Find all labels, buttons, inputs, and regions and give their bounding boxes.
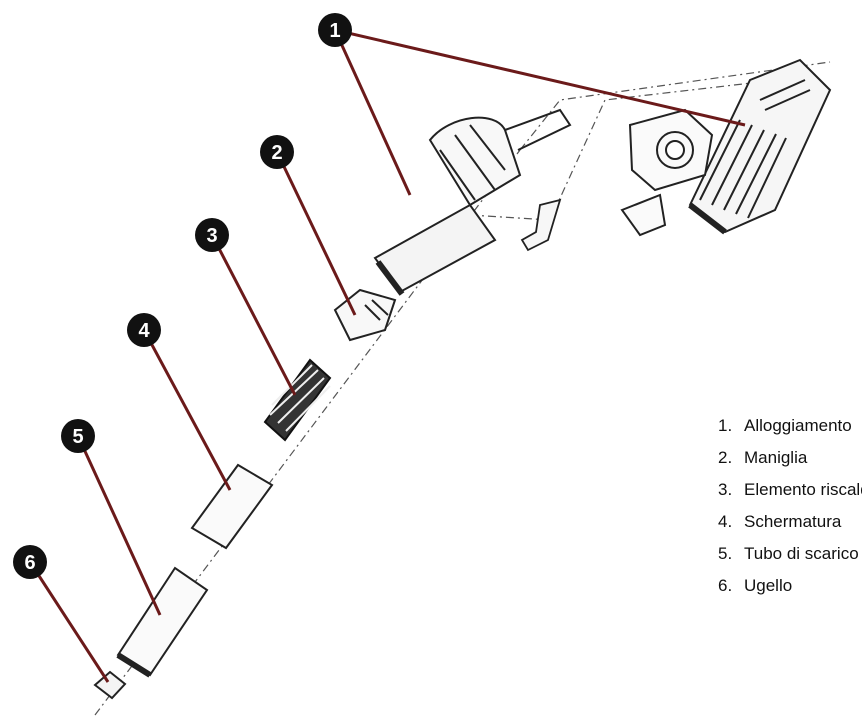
legend-number: 1. — [718, 416, 733, 435]
legend-item-3: 3. Elemento riscaldante — [718, 474, 862, 506]
legend-label: Maniglia — [744, 448, 808, 467]
leader-line-6 — [28, 561, 110, 683]
bracket-drawing — [520, 198, 562, 252]
callout-3: 3 — [195, 218, 229, 252]
leader-line-1a — [333, 29, 412, 196]
callout-6: 6 — [13, 545, 47, 579]
legend-number: 3. — [718, 480, 733, 499]
handle-ring-drawing — [333, 288, 397, 342]
callout-2: 2 — [260, 135, 294, 169]
legend-number: 6. — [718, 576, 733, 595]
legend-number: 5. — [718, 544, 733, 563]
exhaust-tube-drawing — [116, 566, 209, 678]
assembly-guide-upper — [519, 61, 831, 151]
callout-2-number: 2 — [271, 142, 282, 164]
callout-3-number: 3 — [206, 225, 217, 247]
leader-line-3 — [210, 234, 297, 396]
heating-element-drawing — [263, 358, 332, 442]
legend-item-2: 2. Maniglia — [718, 442, 862, 474]
callout-1-number: 1 — [329, 20, 340, 42]
legend-item-5: 5. Tubo di scarico — [718, 538, 862, 570]
leader-line-2 — [275, 151, 357, 316]
legend-number: 4. — [718, 512, 733, 531]
leader-line-1b — [334, 28, 746, 127]
legend-label: Schermatura — [744, 512, 842, 531]
leader-lines — [28, 28, 746, 683]
callout-4: 4 — [127, 313, 161, 347]
callout-1: 1 — [318, 13, 352, 47]
legend-item-6: 6. Ugello — [718, 570, 862, 602]
callout-5-number: 5 — [72, 426, 83, 448]
nozzle-drawing — [93, 670, 127, 700]
fan-housing-drawing — [620, 108, 714, 237]
legend-number: 2. — [718, 448, 733, 467]
leader-line-5 — [76, 435, 162, 616]
legend-label: Alloggiamento — [744, 416, 852, 435]
legend-label: Tubo di scarico — [744, 544, 859, 563]
legend-item-1: 1. Alloggiamento — [718, 410, 862, 442]
callout-4-number: 4 — [138, 320, 150, 342]
legend-item-4: 4. Schermatura — [718, 506, 862, 538]
callout-5: 5 — [61, 419, 95, 453]
shield-drawing — [190, 463, 274, 550]
callout-6-number: 6 — [24, 552, 35, 574]
housing-drawing — [373, 108, 572, 296]
handle-drawing — [688, 58, 832, 235]
assembly-guide-lower — [469, 81, 761, 221]
parts-legend: 1. Alloggiamento 2. Maniglia 3. Elemento ri… — [718, 410, 862, 602]
leader-line-4 — [142, 329, 232, 491]
legend-label: Ugello — [744, 576, 793, 595]
legend-label: Elemento riscaldante — [744, 480, 862, 499]
